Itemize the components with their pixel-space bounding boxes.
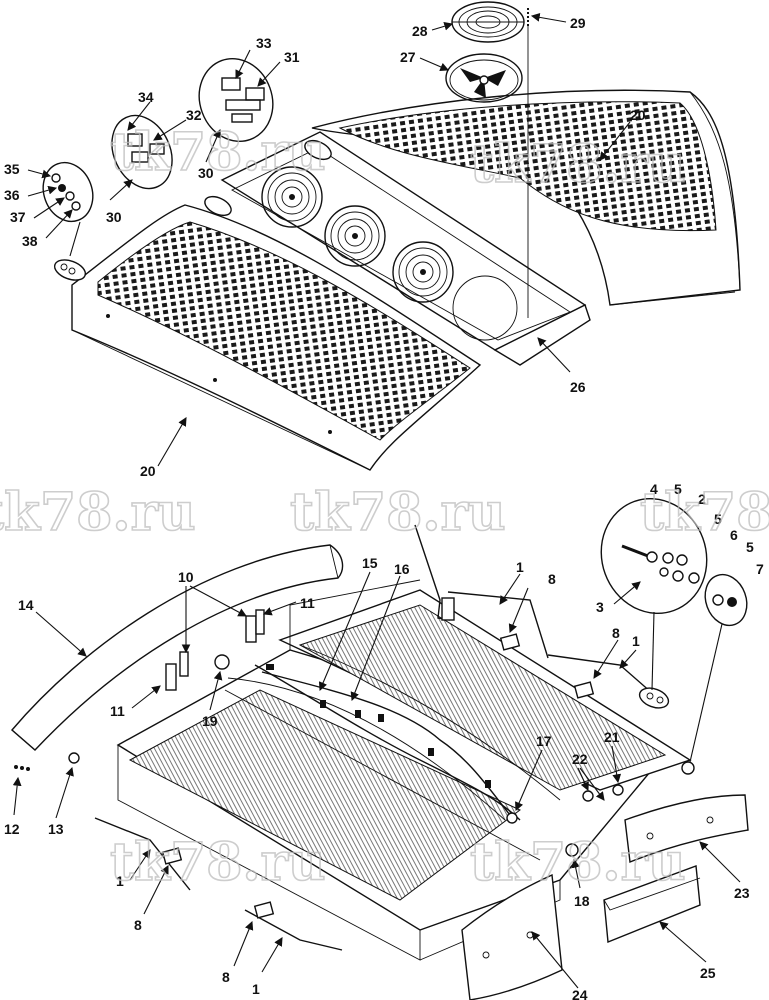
callout-38: 38 — [22, 233, 38, 249]
callout-18: 18 — [574, 893, 590, 909]
fan-guard-2 — [324, 205, 386, 267]
callout-32: 32 — [186, 107, 202, 123]
small-oval-30 — [204, 195, 232, 217]
fan-guard-1 — [261, 166, 323, 228]
watermark-2: tk78.ru — [470, 134, 686, 195]
sensor-17 — [506, 812, 518, 824]
callout-3: 3 — [596, 599, 604, 615]
callout-8-right: 8 — [612, 625, 620, 641]
fan-guard-top — [451, 1, 525, 43]
fan-motor-blade — [445, 53, 523, 103]
callout-37: 37 — [10, 209, 26, 225]
callout-8-top: 8 — [548, 571, 556, 587]
watermark-1: tk78.ru — [110, 122, 326, 183]
small-oval-31 — [304, 139, 332, 161]
callout-14: 14 — [18, 597, 34, 613]
callout-11-top: 11 — [300, 595, 315, 611]
watermark-3: tk78.ru — [0, 482, 196, 543]
sensor-22 — [582, 790, 594, 802]
callout-1-right: 1 — [632, 633, 640, 649]
callout-5-right: 5 — [746, 539, 754, 555]
detail-nut-assembly — [704, 573, 748, 627]
leader-lines — [12, 13, 741, 989]
callout-10: 10 — [178, 569, 194, 585]
left-end-shroud — [11, 544, 344, 751]
callout-30-right: 30 — [198, 165, 214, 181]
callout-11-bottom: 11 — [110, 703, 125, 719]
condenser-frame — [116, 579, 692, 961]
callout-27: 27 — [400, 49, 416, 65]
callout-33: 33 — [256, 35, 272, 51]
watermark-4: tk78.ru — [290, 482, 506, 543]
callout-26: 26 — [570, 379, 586, 395]
callout-17: 17 — [536, 733, 552, 749]
callout-1-top: 1 — [516, 559, 524, 575]
callout-36: 36 — [4, 187, 20, 203]
callout-22: 22 — [572, 751, 588, 767]
callout-5-top: 5 — [674, 481, 682, 497]
screw-12 — [14, 765, 30, 771]
top-cover-left — [71, 204, 482, 471]
callout-31: 31 — [284, 49, 300, 65]
rod-and-clamp-upper — [447, 591, 549, 659]
callout-28: 28 — [412, 23, 428, 39]
callout-labels: 35 36 37 38 34 32 30 30 33 31 27 28 29 2… — [4, 15, 764, 1000]
callout-21: 21 — [604, 729, 620, 745]
fan-opening-empty — [452, 275, 518, 341]
callout-20-right: 20 — [630, 107, 646, 123]
detail-hinge-31-33 — [198, 57, 274, 143]
fan-guard-3 — [392, 241, 454, 303]
callout-8-left: 8 — [134, 917, 142, 933]
callout-2: 2 — [698, 491, 706, 507]
detail-bolt-assembly — [600, 497, 708, 615]
small-oval-bolt — [638, 687, 670, 709]
callout-23: 23 — [734, 885, 750, 901]
fan-frame — [220, 131, 591, 366]
sensor-18 — [565, 843, 579, 857]
small-oval-fastener — [53, 259, 87, 281]
front-panel — [461, 873, 563, 1000]
callout-20-left: 20 — [140, 463, 156, 479]
watermark-5: tk78.ru — [640, 482, 769, 543]
callout-5-mid: 5 — [714, 511, 722, 527]
callout-1-left: 1 — [116, 873, 124, 889]
callout-35: 35 — [4, 161, 20, 177]
callout-12: 12 — [4, 821, 20, 837]
rod-and-clamp-left — [94, 817, 191, 891]
bracket-plate — [441, 597, 455, 621]
callout-29: 29 — [570, 15, 586, 31]
watermark-7: tk78.ru — [470, 832, 686, 893]
small-oval-nut — [681, 761, 695, 775]
callout-1-bottom: 1 — [252, 981, 260, 997]
callout-13: 13 — [48, 821, 64, 837]
callout-34: 34 — [138, 89, 154, 105]
cover-plate — [603, 865, 701, 943]
callout-6: 6 — [730, 527, 738, 543]
watermark-6: tk78.ru — [110, 832, 326, 893]
callout-19: 19 — [202, 713, 218, 729]
callout-30-left: 30 — [106, 209, 122, 225]
callout-4: 4 — [650, 481, 658, 497]
right-end-shroud — [624, 794, 749, 863]
grommet-19 — [214, 654, 230, 670]
sensor-21 — [612, 784, 624, 796]
callout-16: 16 — [394, 561, 410, 577]
callout-7: 7 — [756, 561, 764, 577]
detail-fasteners-35-38 — [42, 161, 94, 223]
callout-24: 24 — [572, 987, 588, 1000]
bushing-13 — [68, 752, 80, 764]
callout-8-bottom: 8 — [222, 969, 230, 985]
rod-and-clamp-bottom — [244, 901, 343, 951]
callout-25: 25 — [700, 965, 716, 981]
callout-15: 15 — [362, 555, 378, 571]
watermarks: tk78.ru tk78.ru tk78.ru tk78.ru tk78.ru … — [0, 121, 769, 894]
wiring-harness — [254, 664, 521, 821]
